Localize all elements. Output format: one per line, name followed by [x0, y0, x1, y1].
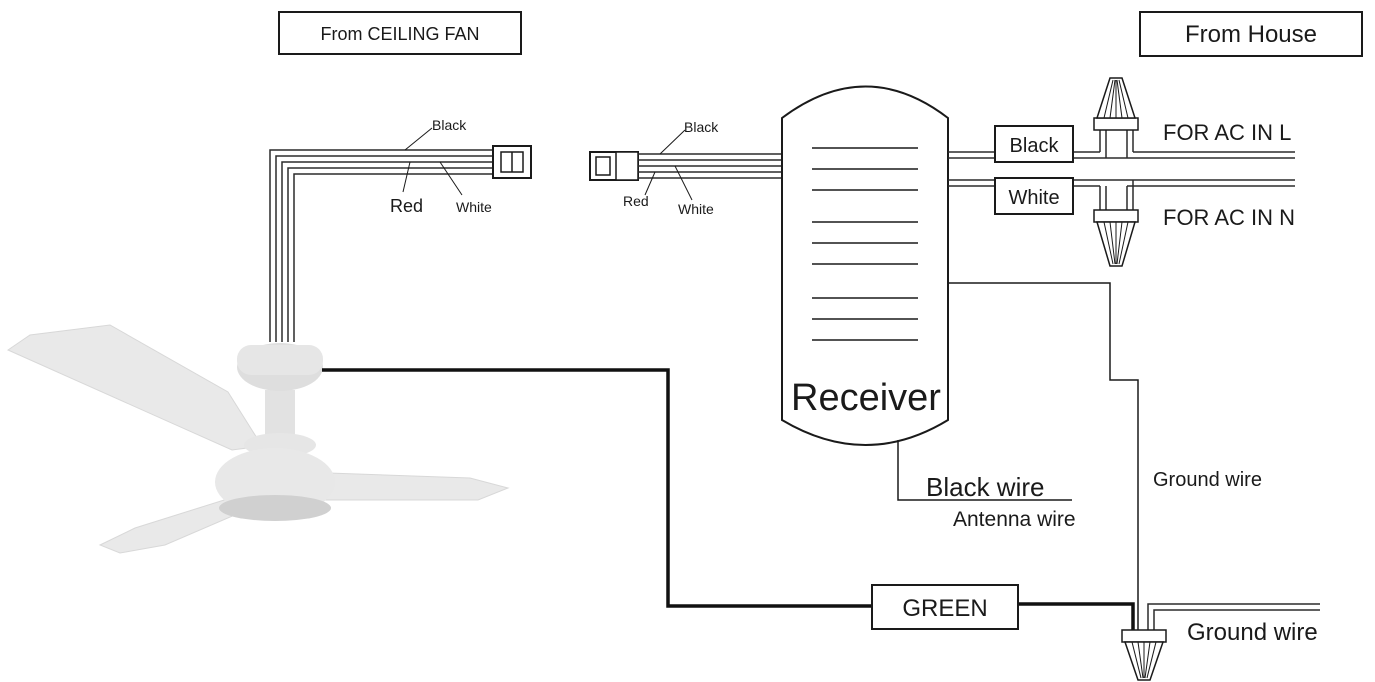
ceiling-fan-illustration: [6, 324, 510, 554]
black-wire-box: Black: [994, 125, 1074, 163]
svg-text:White: White: [1008, 187, 1059, 209]
fan-ground-wire: [322, 368, 872, 608]
receiver-red-wire-label: Red: [623, 193, 649, 209]
house-wires: [948, 130, 1295, 210]
fan-white-wire-label: White: [456, 199, 492, 215]
antenna-wire-label: Antenna wire: [953, 508, 1076, 531]
antenna-wire: [897, 440, 1072, 501]
receiver-unit: Receiver: [781, 85, 949, 446]
green-wire-to-nut: [1018, 602, 1135, 630]
receiver-connector-wires: [638, 153, 782, 179]
wire-nut-line-icon: [1093, 77, 1139, 131]
receiver-ground-label: Ground wire: [1153, 469, 1262, 491]
black-wire-label: Black wire: [926, 472, 1044, 502]
fan-red-wire-label: Red: [390, 196, 423, 216]
wire-nut-ground-icon: [1121, 629, 1167, 681]
receiver-connector-plug: [589, 151, 639, 181]
ac-line-label: FOR AC IN L: [1163, 120, 1291, 145]
svg-text:From CEILING FAN: From CEILING FAN: [320, 24, 479, 44]
receiver-black-wire-label: Black: [684, 119, 719, 135]
from-ceiling-fan-box: From CEILING FAN: [278, 11, 522, 55]
house-ground-wire: [1147, 603, 1320, 630]
ac-neutral-label: FOR AC IN N: [1163, 205, 1295, 230]
house-ground-label: Ground wire: [1187, 619, 1318, 646]
white-wire-box: White: [994, 177, 1074, 215]
receiver-label: Receiver: [791, 377, 941, 419]
receiver-white-wire-label: White: [678, 201, 714, 217]
svg-text:From House: From House: [1185, 21, 1317, 48]
green-wire-box: GREEN: [871, 584, 1019, 630]
receiver-vent-lines: [812, 147, 918, 341]
svg-text:GREEN: GREEN: [902, 595, 987, 622]
fan-connector-plug: [492, 145, 532, 179]
wire-nut-neutral-icon: [1093, 209, 1139, 267]
fan-wire-bundle: [269, 149, 495, 342]
receiver-ground-wire: [948, 282, 1139, 630]
fan-black-wire-label: Black: [432, 117, 467, 133]
from-house-box: From House: [1139, 11, 1363, 57]
svg-text:Black: Black: [1010, 135, 1060, 157]
